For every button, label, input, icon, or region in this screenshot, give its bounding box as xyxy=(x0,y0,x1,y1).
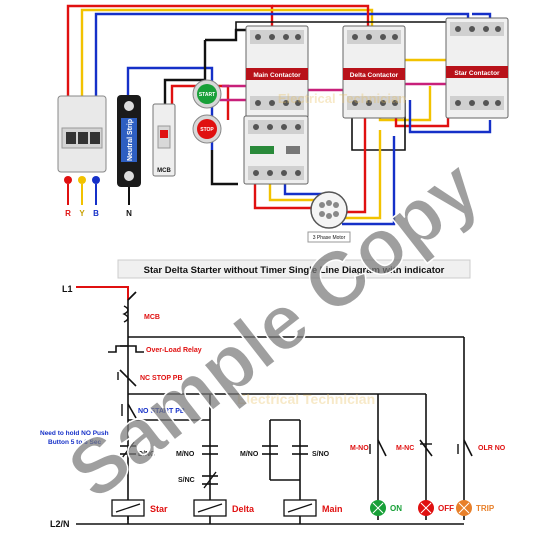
start-pb-label: NO START PB xyxy=(138,408,185,415)
overload-relay-symbol: Over-Load Relay xyxy=(108,345,202,354)
trip-lamp-label: TRIP xyxy=(476,504,495,513)
main-contactor-label: Main Contactor xyxy=(253,72,301,79)
phase-y-label: Y xyxy=(79,209,85,218)
phase-labels: R Y B N xyxy=(65,209,132,218)
phase-r-label: R xyxy=(65,209,71,218)
delta-contactor-label: Delta Contactor xyxy=(350,72,399,79)
mcb-device-label: MCB xyxy=(157,168,171,174)
star-contactor: Star Contactor xyxy=(445,17,509,119)
olr-no-label: OLR NO xyxy=(478,445,506,452)
overload-relay-device xyxy=(243,115,309,185)
mcb-label: MCB xyxy=(144,314,160,321)
neutral-strip: Neutral Strip xyxy=(117,95,141,205)
single-line-diagram: L1 MCB Over-Load Relay NC STOP PB xyxy=(40,284,506,529)
main-column-contacts: M/NO S/NO xyxy=(240,419,330,500)
trip-lamp: TRIP xyxy=(456,500,495,516)
main-coil-label: Main xyxy=(322,504,343,514)
start-label: START xyxy=(199,92,215,98)
three-phase-motor: 3 Phase Motor xyxy=(307,191,351,243)
s-nc-label: S/NC xyxy=(178,477,195,484)
m-no-2-label: M/NO xyxy=(240,451,259,458)
motor-label: 3 Phase Motor xyxy=(313,235,346,241)
main-coil: Main xyxy=(283,499,343,517)
delta-coil: Delta xyxy=(193,499,255,517)
m-nc-label: M-NC xyxy=(396,445,414,452)
brand-watermark-bottom: Electrical Technician xyxy=(237,391,375,407)
indicator-contacts: M-NO M-NC OLR NO xyxy=(350,439,506,457)
on-lamp: ON xyxy=(370,500,402,516)
diagram-title-bar: Star Delta Starter without Timer Single … xyxy=(117,259,471,279)
neutral-strip-label: Neutral Strip xyxy=(127,119,134,161)
mcb-symbol: MCB xyxy=(122,291,160,323)
stop-label: STOP xyxy=(200,127,214,133)
phase-b-label: B xyxy=(93,209,99,218)
neutral-label: N xyxy=(126,209,132,218)
hold-note-line1: Need to hold NO Push xyxy=(40,430,109,437)
start-pb-symbol: NO START PB Need to hold NO Push Button … xyxy=(40,403,185,446)
delta-contactor: Delta Contactor xyxy=(342,25,406,119)
main-breaker xyxy=(57,95,107,205)
m-no-3-label: M-NO xyxy=(350,445,369,452)
star-contactor-label: Star Contactor xyxy=(454,70,500,77)
off-lamp-label: OFF xyxy=(438,504,454,513)
s-no-label: S/NO xyxy=(312,451,330,458)
brand-watermark-top: Electrical Technician xyxy=(278,91,406,106)
off-lamp: OFF xyxy=(418,500,454,516)
wiring-picture: Neutral Strip MCB R Y B N START STOP xyxy=(57,4,509,243)
d-nc-label: D/NC xyxy=(138,451,155,458)
sample-copy-watermark: Sample Copy xyxy=(52,142,496,516)
hold-note-line2: Button 5 to 8 Sec xyxy=(48,439,101,446)
delta-coil-label: Delta xyxy=(232,504,255,514)
m-no-1-label: M/NO xyxy=(176,451,195,458)
start-push-button: START xyxy=(192,79,222,109)
stop-push-button: STOP xyxy=(192,114,222,144)
overload-relay-label: Over-Load Relay xyxy=(146,347,202,354)
on-lamp-label: ON xyxy=(390,504,402,513)
d-nc-contact: D/NC xyxy=(120,441,155,459)
delta-column-contacts: M/NO S/NC xyxy=(176,445,218,489)
main-contactor: Main Contactor xyxy=(245,25,309,119)
line-l1-label: L1 xyxy=(62,284,73,294)
stop-pb-symbol: NC STOP PB xyxy=(117,369,183,387)
star-coil-label: Star xyxy=(150,504,168,514)
line-l2n-label: L2/N xyxy=(50,519,70,529)
mcb-device: MCB xyxy=(152,103,176,177)
diagram-title: Star Delta Starter without Timer Single … xyxy=(144,265,445,276)
stop-pb-label: NC STOP PB xyxy=(140,375,183,382)
